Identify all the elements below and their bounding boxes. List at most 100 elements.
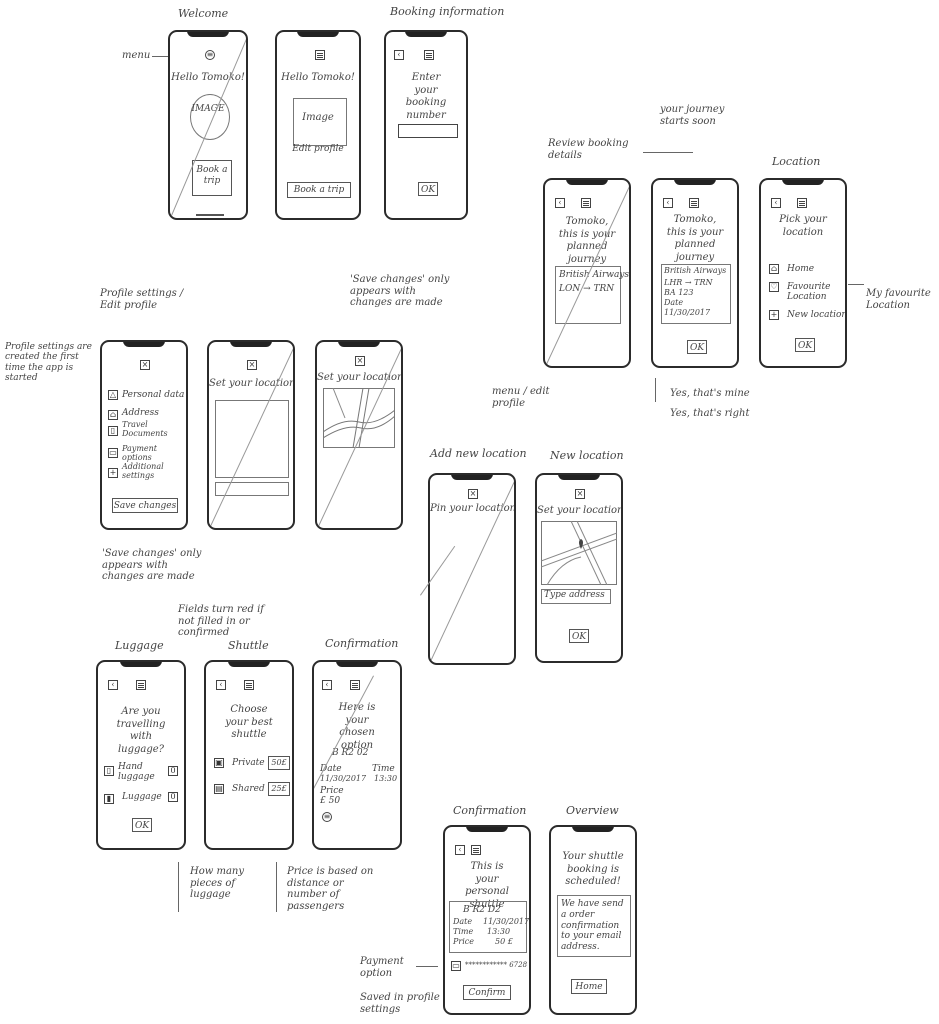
airline-text: British Airways xyxy=(664,266,727,275)
card-number: ************ 6728 xyxy=(465,961,528,969)
ok-button[interactable]: OK xyxy=(569,629,589,643)
date-label: Date xyxy=(664,298,684,307)
heart-icon: ♡ xyxy=(769,282,779,292)
close-icon[interactable]: × xyxy=(468,489,478,499)
screen-personal-shuttle: ‹ This is your personal shuttle B R2 D2 … xyxy=(443,825,531,1015)
settings-item-additional-settings[interactable]: Additional settings xyxy=(122,462,164,480)
menu-icon[interactable] xyxy=(350,680,360,690)
instruction-text: Enter your booking number xyxy=(405,72,447,121)
menu-icon[interactable]: ≡ xyxy=(205,50,215,60)
close-icon[interactable]: × xyxy=(355,356,365,366)
home-button[interactable]: Home xyxy=(571,979,607,994)
instruction-text: Choose your best shuttle xyxy=(225,704,273,740)
settings-item-personal-data[interactable]: Personal data xyxy=(122,390,185,400)
time-value: 13:30 xyxy=(487,927,511,936)
annotation-new-location: New location xyxy=(550,449,624,462)
booking-number-input[interactable] xyxy=(398,124,458,138)
back-icon[interactable]: ‹ xyxy=(455,845,465,855)
screen-set-location-empty: × Set your location xyxy=(207,340,295,530)
back-icon[interactable]: ‹ xyxy=(555,198,565,208)
ok-button[interactable]: OK xyxy=(795,338,815,352)
shared-option[interactable]: Shared xyxy=(232,784,265,794)
annotation-yes-right: Yes, that's right xyxy=(670,408,750,419)
back-icon[interactable]: ‹ xyxy=(771,198,781,208)
date-value: 11/30/2017 xyxy=(483,917,530,926)
book-trip-button[interactable]: Book a trip xyxy=(192,160,232,196)
instruction-text: Pin your location xyxy=(430,503,516,514)
screen-welcome: ≡ Hello Tomoko! IMAGE Book a trip xyxy=(168,30,248,220)
shuttle-text: This is your personal shuttle xyxy=(465,861,509,910)
map-placeholder xyxy=(215,400,289,478)
annotation-save-changes-top: 'Save changes' only appears with changes… xyxy=(350,274,450,308)
back-icon[interactable]: ‹ xyxy=(108,680,118,690)
price-label: Price xyxy=(320,786,344,796)
screen-planned-journey: ‹ Tomoko, this is your planned journey B… xyxy=(651,178,739,368)
bus-icon: ▤ xyxy=(214,784,224,794)
settings-item-address[interactable]: Address xyxy=(122,408,159,418)
menu-icon[interactable] xyxy=(797,198,807,208)
save-changes-button[interactable]: Save changes xyxy=(112,498,178,513)
airline-text: British Airways xyxy=(559,270,630,280)
book-trip-button[interactable]: Book a trip xyxy=(287,182,351,198)
close-icon[interactable]: × xyxy=(575,489,585,499)
ok-button[interactable]: OK xyxy=(687,340,707,354)
address-placeholder: Type address xyxy=(544,590,605,600)
price-value: £ 50 xyxy=(320,796,341,806)
scheduled-text: Your shuttle booking is scheduled! xyxy=(562,851,624,887)
phone-notch xyxy=(566,180,608,185)
instruction-text: Set your location xyxy=(317,372,403,383)
chosen-text: Here is your chosen option xyxy=(338,702,376,751)
settings-item-payment-options[interactable]: Payment options xyxy=(122,444,157,462)
menu-icon[interactable] xyxy=(689,198,699,208)
back-icon[interactable]: ‹ xyxy=(663,198,673,208)
menu-icon[interactable] xyxy=(581,198,591,208)
back-icon[interactable]: ‹ xyxy=(394,50,404,60)
hand-luggage-count[interactable]: 0 xyxy=(168,766,178,776)
home-option[interactable]: Home xyxy=(787,264,815,274)
arrow-line xyxy=(416,966,438,967)
date-label: Date xyxy=(453,917,473,926)
luggage-count[interactable]: 0 xyxy=(168,792,178,802)
phone-notch xyxy=(674,180,716,185)
ok-button[interactable]: OK xyxy=(132,818,152,832)
annotation-yes-mine: Yes, that's mine xyxy=(670,388,750,399)
edit-profile-link[interactable]: Edit profile xyxy=(292,144,344,154)
shared-price[interactable]: 25£ xyxy=(268,782,290,796)
private-option[interactable]: Private xyxy=(232,758,265,768)
annotation-confirmation-1: Confirmation xyxy=(325,637,399,650)
journey-text: Tomoko, this is your planned journey xyxy=(558,216,616,265)
screen-pin-location: × Pin your location xyxy=(428,473,516,665)
menu-icon[interactable] xyxy=(471,845,481,855)
close-icon[interactable]: × xyxy=(247,360,257,370)
time-label: Time xyxy=(372,764,395,774)
image-label: IMAGE xyxy=(191,104,225,114)
phone-notch xyxy=(228,662,270,667)
close-icon[interactable]: × xyxy=(140,360,150,370)
arrow-line xyxy=(643,152,693,153)
private-price[interactable]: 50£ xyxy=(268,756,290,770)
confirm-button[interactable]: Confirm xyxy=(463,985,511,1000)
address-input[interactable] xyxy=(215,482,289,496)
person-icon: △ xyxy=(108,390,118,400)
map-view[interactable] xyxy=(323,388,395,448)
phone-notch xyxy=(466,827,508,832)
phone-notch xyxy=(572,827,614,832)
menu-icon[interactable] xyxy=(136,680,146,690)
favourite-option[interactable]: Favourite Location xyxy=(787,282,831,302)
phone-notch xyxy=(338,342,380,347)
plus-icon: + xyxy=(108,468,118,478)
screen-set-location-map: × Set your location xyxy=(315,340,403,530)
back-icon[interactable]: ‹ xyxy=(322,680,332,690)
settings-item-travel-documents[interactable]: Travel Documents xyxy=(122,420,168,438)
menu-icon[interactable] xyxy=(424,50,434,60)
back-icon[interactable]: ‹ xyxy=(216,680,226,690)
annotation-my-favourite: My favourite Location xyxy=(866,288,931,311)
menu-icon[interactable] xyxy=(315,50,325,60)
phone-notch xyxy=(230,342,272,347)
map-view[interactable] xyxy=(541,521,617,585)
address-input[interactable] xyxy=(541,589,611,604)
menu-icon[interactable] xyxy=(244,680,254,690)
screen-pick-location: ‹ Pick your location ⌂ Home ♡ Favourite … xyxy=(759,178,847,368)
ok-button[interactable]: OK xyxy=(418,182,438,196)
new-location-option[interactable]: New location xyxy=(787,310,847,320)
